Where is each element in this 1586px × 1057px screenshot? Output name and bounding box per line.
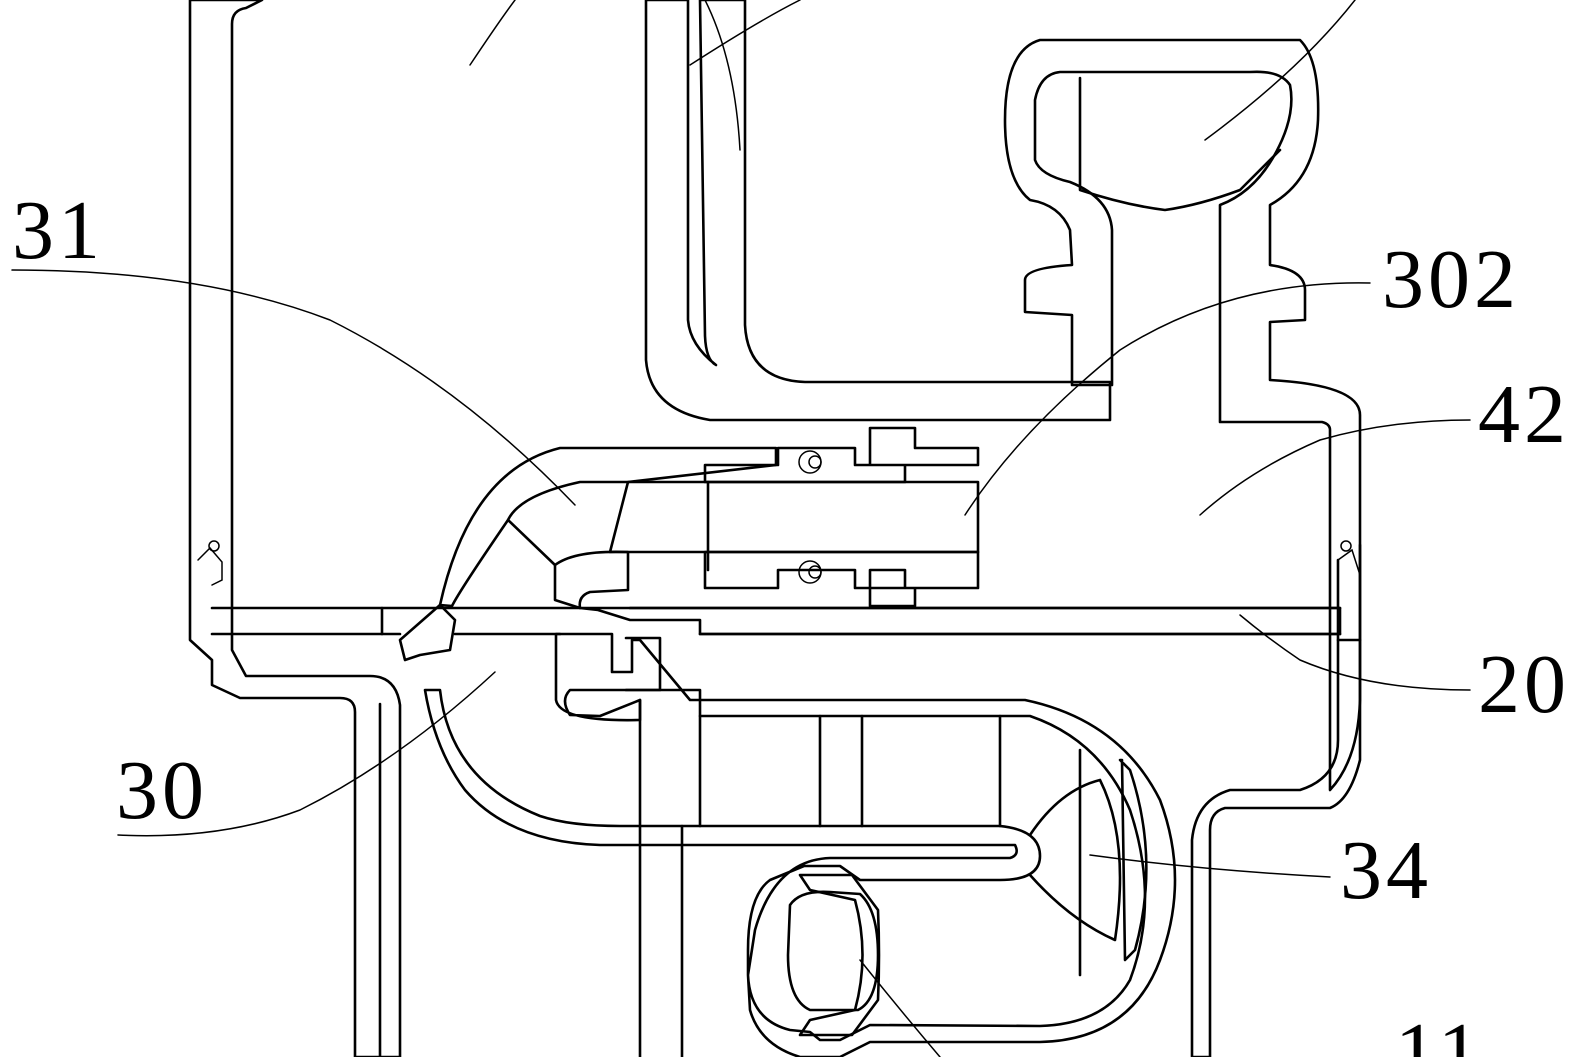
- leader-31: [11, 269, 576, 506]
- label-30: 30: [116, 744, 208, 837]
- label-20: 20: [1478, 638, 1570, 731]
- label-34: 34: [1340, 824, 1432, 917]
- siphon-trap: [423, 632, 1177, 1057]
- inner-u-wall: [644, 0, 1112, 422]
- leader-34: [1089, 854, 1331, 878]
- label-31: 31: [12, 184, 104, 277]
- part-labels: 31 302 42 20 30 34 11: [12, 184, 1570, 1057]
- leader-20: [1239, 614, 1471, 691]
- label-42: 42: [1478, 368, 1570, 461]
- float-flap: [1028, 748, 1148, 977]
- left-tank-wall: [188, 0, 402, 1057]
- handle-component: [1003, 38, 1362, 792]
- valve-cartridge: [553, 426, 980, 610]
- leader-42: [1199, 419, 1471, 516]
- leader-30: [117, 671, 496, 837]
- left-snap-detail: [197, 540, 223, 586]
- right-outer-wall: [1190, 540, 1362, 1057]
- ball-valve: [786, 873, 881, 1037]
- label-11: 11: [1395, 1006, 1484, 1057]
- label-302: 302: [1382, 233, 1520, 326]
- leader-lines: [11, 0, 1471, 1057]
- partition-plate: [210, 606, 1342, 636]
- leader-302: [964, 282, 1371, 516]
- leader-top-1: [469, 0, 516, 66]
- leader-top-3: [1204, 0, 1356, 141]
- leader-11: [859, 959, 941, 1057]
- leader-top-2: [689, 0, 801, 66]
- valve-body-upper: [398, 446, 778, 662]
